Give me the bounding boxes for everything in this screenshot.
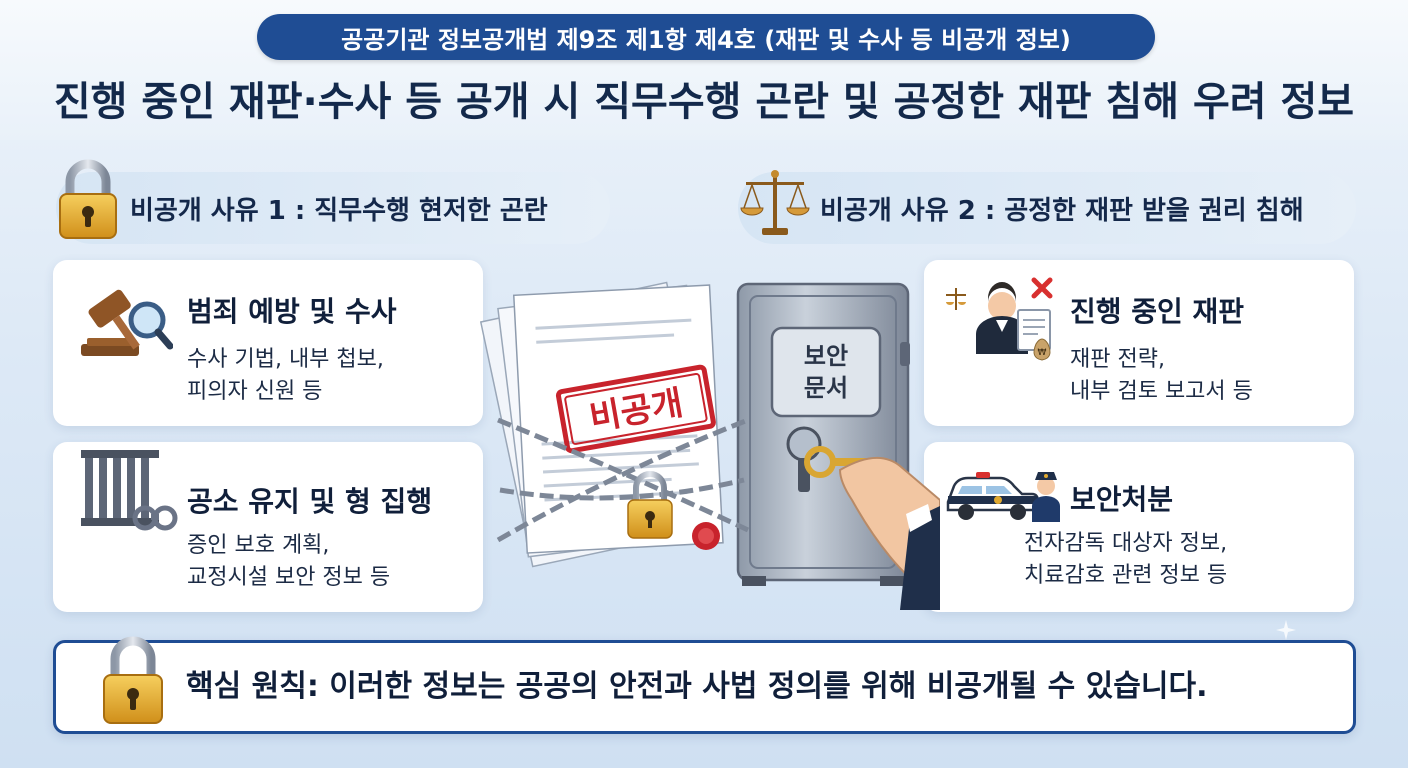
desc-line-2: 교정시설 보안 정보 등 [187,565,391,590]
card-title-crime-prevention: 범죄 예방 및 수사 [187,295,397,328]
reason-1-label: 비공개 사유 1 : 직무수행 현저한 곤란 [130,195,548,226]
reason-2-banner: 비공개 사유 2 : 공정한 재판 받을 권리 침해 [738,172,1356,244]
desc-line-1: 증인 보호 계획, [187,533,330,558]
card-crime-prevention: 범죄 예방 및 수사 수사 기법, 내부 첩보, 피의자 신원 등 [53,260,483,426]
desc-line-1: 전자감독 대상자 정보, [1024,531,1228,556]
chain-padlock-icon [627,471,673,539]
desc-line-1: 재판 전략, [1070,347,1165,372]
core-principle-text: 핵심 원칙: 이러한 정보는 공공의 안전과 사법 정의를 위해 비공개될 수 … [186,669,1208,704]
card-desc-prosecution: 증인 보호 계획, 교정시설 보안 정보 등 [187,530,390,594]
document-sheet [512,284,724,554]
card-desc-ongoing-trial: 재판 전략, 내부 검토 보고서 등 [1070,344,1253,408]
reason-2-label: 비공개 사유 2 : 공정한 재판 받을 권리 침해 [820,195,1304,226]
law-reference-banner: 공공기관 정보공개법 제9조 제1항 제4호 (재판 및 수사 등 비공개 정보… [257,14,1155,60]
sparkle-icon [1276,620,1296,640]
core-principle-box: 핵심 원칙: 이러한 정보는 공공의 안전과 사법 정의를 위해 비공개될 수 … [53,636,1356,734]
money-bag-text: ₩ [1038,348,1047,358]
padlock-icon [59,159,117,239]
scales-icon [740,170,810,235]
jail-bars-handcuffs-icon [81,450,178,531]
card-security-measures: 보안처분 전자감독 대상자 정보, 치료감호 관련 정보 등 [924,442,1354,612]
desc-line-2: 피의자 신원 등 [187,379,323,404]
judge-document-icon: ₩ [946,277,1053,361]
desc-line-2: 내부 검토 보고서 등 [1070,379,1253,404]
page-title: 진행 중인 재판·수사 등 공개 시 직무수행 곤란 및 공정한 재판 침해 우… [53,79,1355,125]
card-title-prosecution: 공소 유지 및 형 집행 [187,485,433,518]
card-title-security-measures: 보안처분 [1070,483,1174,516]
chain-icon [496,417,750,543]
card-ongoing-trial: ₩ 진행 중인 재판 재판 전략, 내부 검토 보고서 등 [924,260,1354,426]
card-desc-crime-prevention: 수사 기법, 내부 첩보, 피의자 신원 등 [187,344,384,408]
reason-1-banner: 비공개 사유 1 : 직무수행 현저한 곤란 [56,172,610,244]
card-desc-security-measures: 전자감독 대상자 정보, 치료감호 관련 정보 등 [1024,528,1227,592]
sealed-documents-safe-illustration: 비공개 보안 문서 [480,281,940,610]
card-prosecution: 공소 유지 및 형 집행 증인 보호 계획, 교정시설 보안 정보 등 [53,442,483,612]
police-car-officer-icon [946,472,1060,522]
desc-line-1: 수사 기법, 내부 첩보, [187,347,384,372]
safe-label-line-1: 보안 [804,342,848,370]
desc-line-2: 치료감호 관련 정보 등 [1024,563,1228,588]
key-in-hand-icon [804,446,940,610]
safe-label-line-2: 문서 [804,374,848,402]
gavel-magnifier-icon [81,289,173,356]
padlock-icon [103,636,163,724]
card-title-ongoing-trial: 진행 중인 재판 [1070,295,1245,328]
